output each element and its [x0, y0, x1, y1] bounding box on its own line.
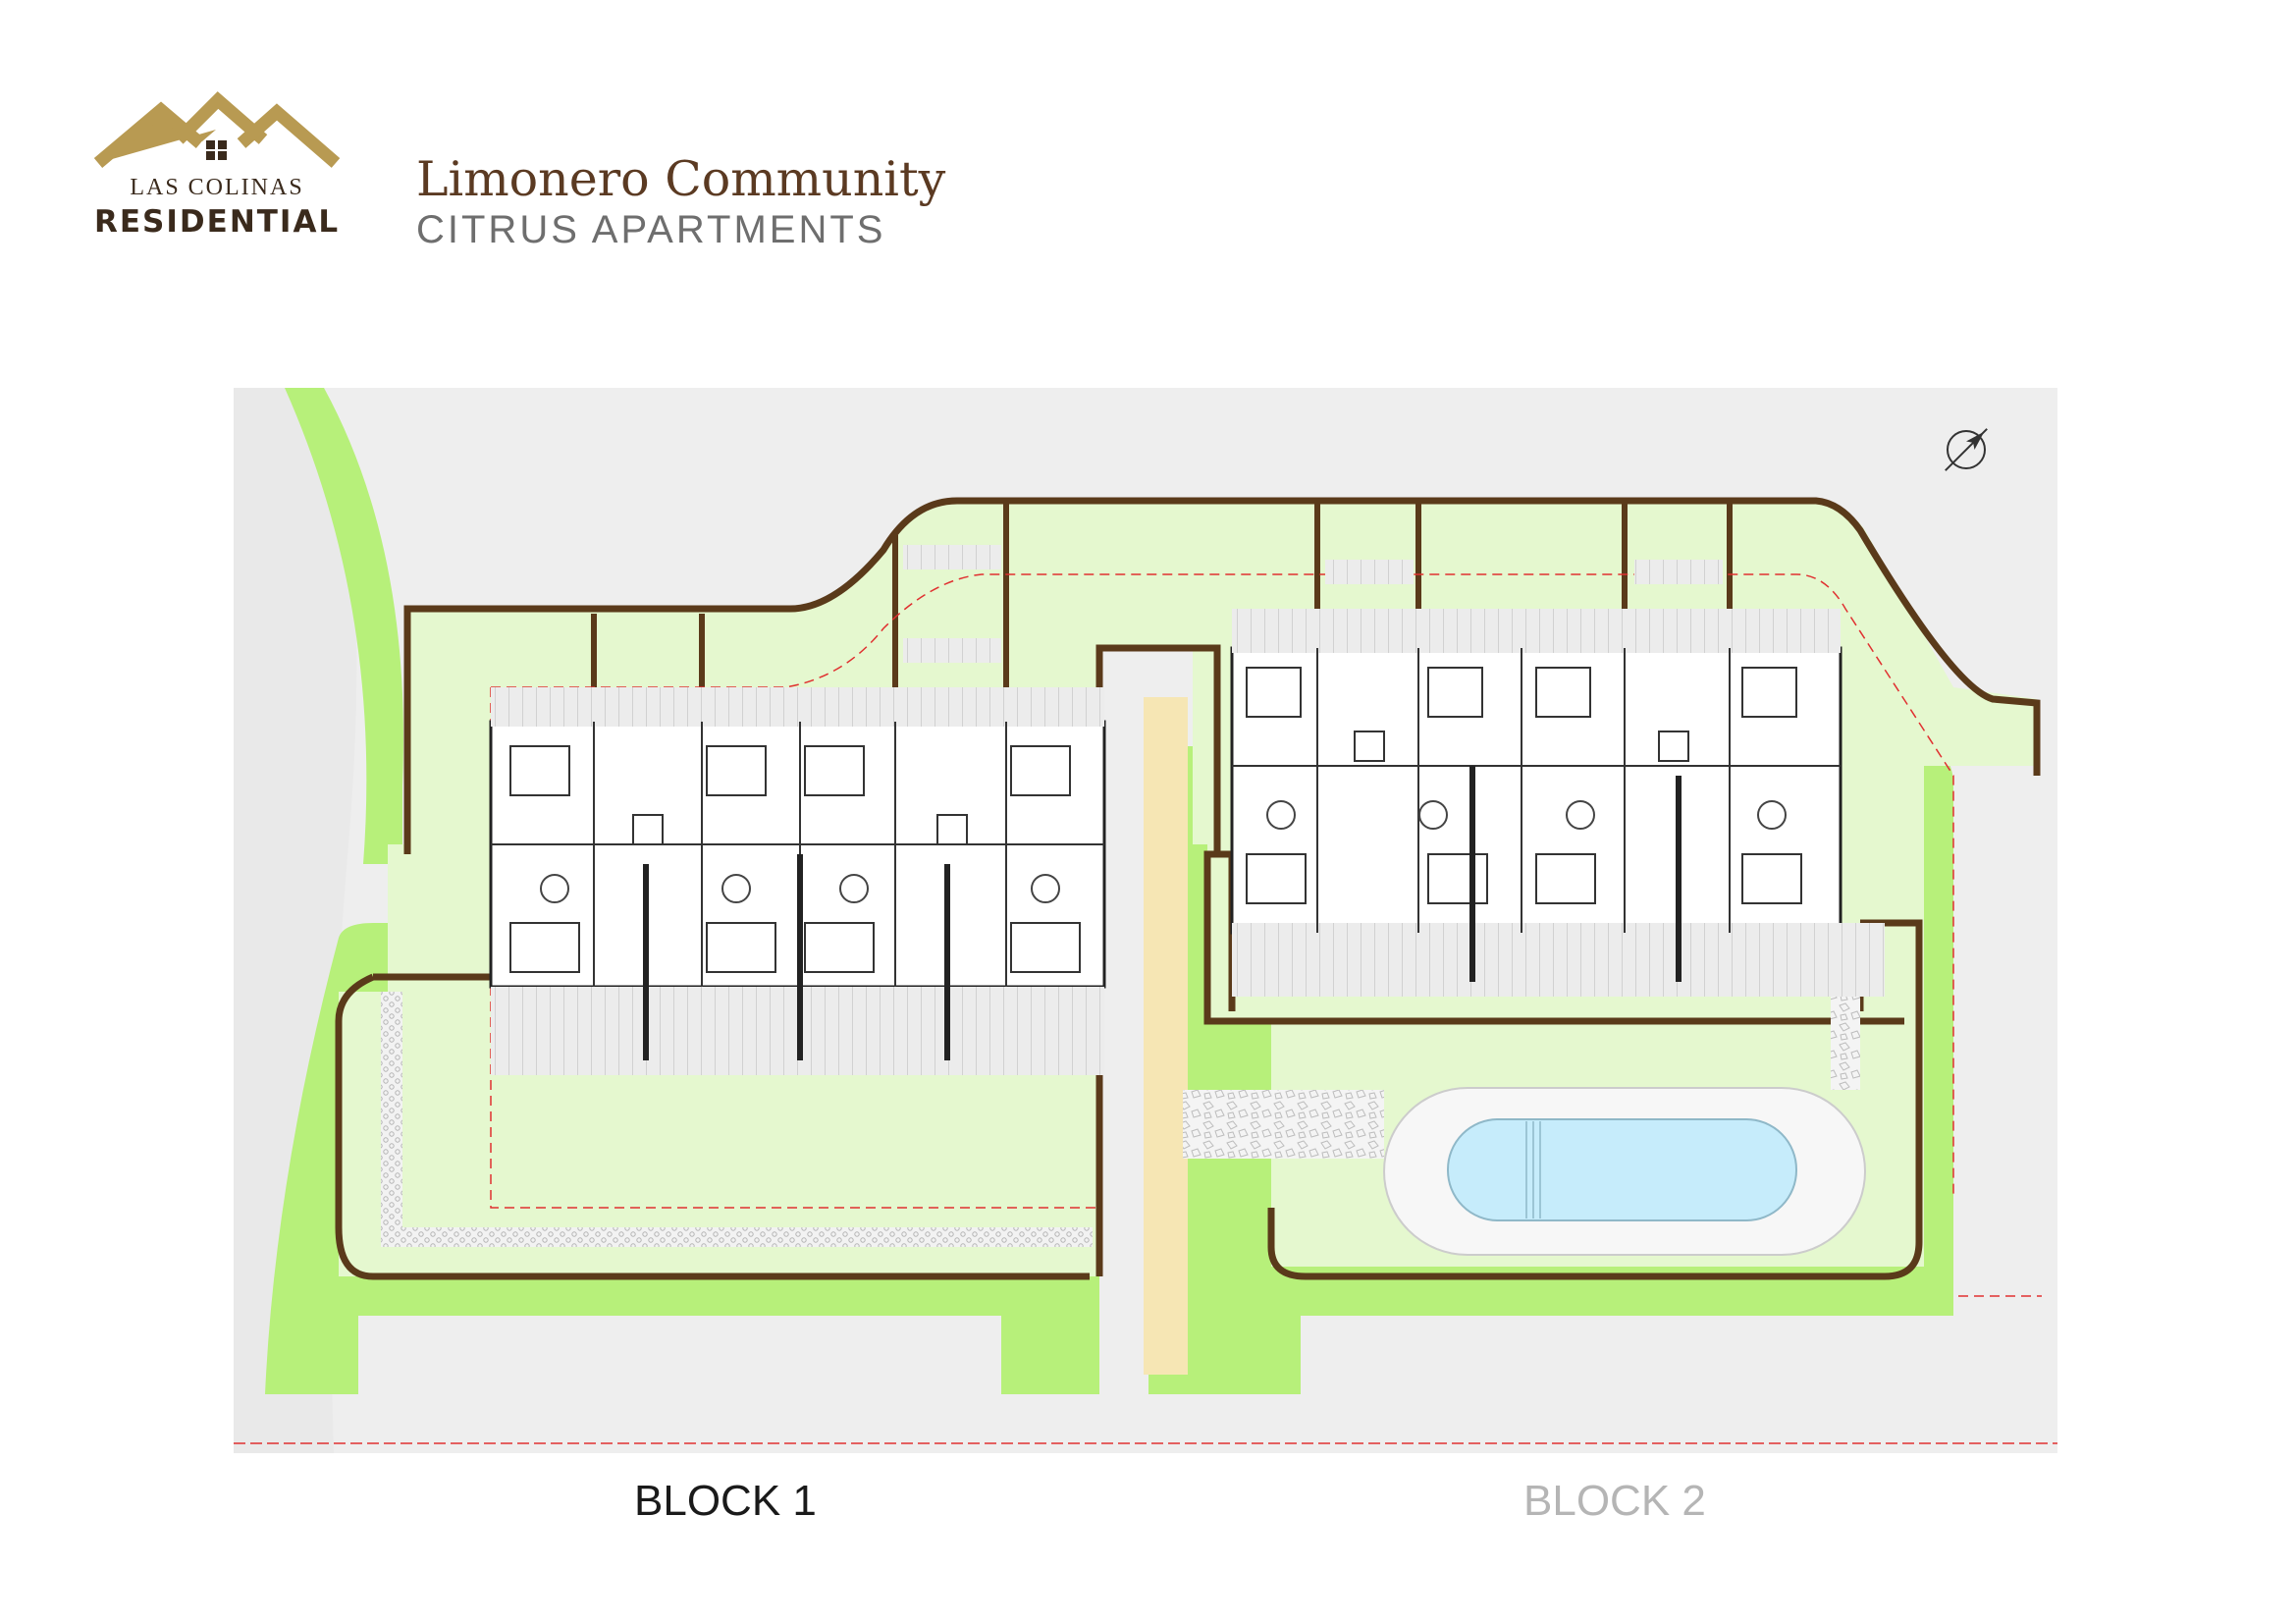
logo-roof-icon	[94, 91, 340, 168]
pool	[1447, 1118, 1797, 1221]
north-arrow-icon	[1945, 428, 1988, 471]
pool-steps	[1525, 1121, 1541, 1218]
block1-label: BLOCK 1	[634, 1477, 817, 1525]
pebble-area	[1183, 1090, 1384, 1159]
gravel-south	[381, 1227, 1093, 1247]
brand-name-line2: RESIDENTIAL	[94, 204, 341, 240]
brand-logo: LAS COLINAS RESIDENTIAL	[94, 90, 349, 247]
pebble-strip	[1831, 997, 1860, 1090]
block2-label: BLOCK 2	[1523, 1477, 1706, 1525]
block2-building	[1230, 609, 1885, 997]
brand-name-line1: LAS COLINAS	[130, 175, 304, 200]
garden-paving	[903, 545, 1723, 663]
page-title: Limonero Community	[416, 151, 946, 207]
block1-building	[489, 687, 1106, 1075]
central-path	[1144, 697, 1188, 1375]
gravel-west	[381, 992, 402, 1237]
page-subtitle: CITRUS APARTMENTS	[416, 208, 886, 251]
green-verge-west	[285, 388, 403, 864]
